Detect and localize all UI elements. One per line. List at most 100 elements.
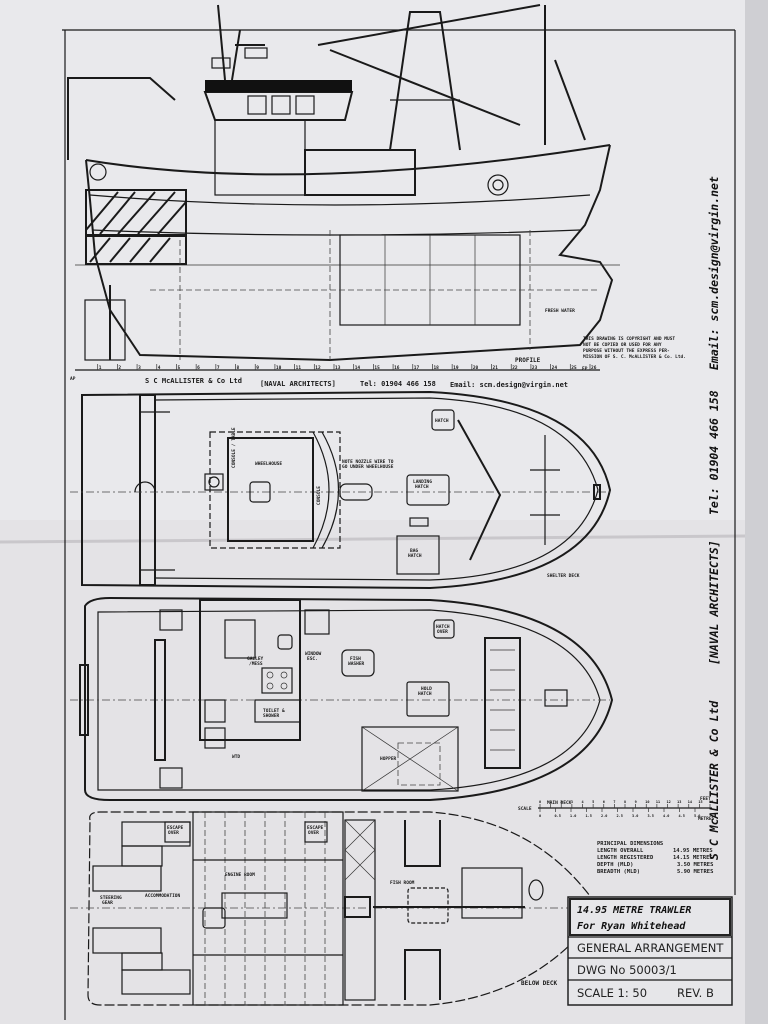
station-label: 18 [433,365,439,371]
svg-text:PRINCIPAL DIMENSIONS: PRINCIPAL DIMENSIONS [597,841,663,847]
scale-label-metres: 3.5 [648,814,654,818]
profile-title: PROFILE [515,357,541,364]
station-label: 21 [493,365,499,371]
svg-text:HATCH: HATCH [436,624,450,630]
client-name: For Ryan Whitehead [577,920,686,932]
scale-label-feet: 3 [571,800,573,804]
scale-label-metres: 1.0 [570,814,576,818]
station-label: 14 [355,365,361,371]
title-block: 14.95 METRE TRAWLER For Ryan Whitehead G… [567,896,733,1006]
firm-line: S C McALLISTER & Co Ltd [NAVAL ARCHITECT… [145,377,568,389]
scale-label-metres: 2.5 [617,814,623,818]
svg-text:TOILET &: TOILET & [263,708,285,714]
scale-label-feet: 10 [645,800,649,804]
a-frame [389,11,461,151]
scale-label-feet: 0 [539,800,541,804]
accommodation-label: ACCOMMODATION [145,893,181,899]
main-deck-line [91,229,581,236]
station-label: 8 [237,365,240,371]
svg-text:WINDOW: WINDOW [305,651,322,657]
svg-text:OVER: OVER [168,830,179,836]
svg-text:METRES: METRES [698,816,715,822]
svg-text:BAG: BAG [410,548,418,554]
wheelhouse-plan [227,437,314,542]
drawing-revision: REV. B [677,986,714,1000]
note-label: NOTE NOZZLE WIRE TO [342,459,394,465]
drawing-number: DWG No 50003/1 [577,963,677,977]
derrick-wires [317,4,541,126]
station-label: 1 [99,365,102,371]
svg-text:FISH: FISH [350,656,361,662]
svg-text:SCALE: SCALE [518,806,532,812]
hold-hatch [406,681,450,717]
scale-label-feet: 7 [613,800,615,804]
svg-text:LENGTH OVERALL: LENGTH OVERALL [597,848,644,854]
svg-text:ESC.: ESC. [307,656,318,662]
svg-text:LANDING: LANDING [413,479,432,485]
svg-text:NOT BE COPIED OR USED FOR ANY: NOT BE COPIED OR USED FOR ANY [583,342,662,348]
shelter-deck-plan: CONSOLE / TABLE WHEELHOUSE CONSOLE NOTE … [70,390,612,590]
bag-hatch [396,535,440,575]
fore-mast [544,5,586,145]
svg-text:BREADTH (MLD): BREADTH (MLD) [597,869,640,875]
svg-text:FEET: FEET [700,796,711,802]
galley [224,619,256,659]
station-label: 7 [217,365,220,371]
fresh-water-label: FRESH WATER [545,308,575,314]
net-drum [484,637,521,769]
deckhouse-plan [199,599,301,741]
scale-label-feet: 12 [667,800,671,804]
scale-label-metres: 0.5 [555,814,561,818]
svg-text:HOPPER: HOPPER [380,756,397,762]
wheelhouse-roof [205,80,352,92]
svg-text:ESCAPE: ESCAPE [167,825,184,831]
svg-text:GALLEY: GALLEY [247,656,264,662]
drawing-title: 14.95 METRE TRAWLER [577,905,691,916]
vertical-firm-line: S C McALLISTER & Co Ltd [NAVAL ARCHITECT… [707,176,721,860]
company-email: Email: scm.design@virgin.net [450,381,568,389]
scale-label-metres: 4.0 [663,814,669,818]
station-label: 10 [276,365,282,371]
scale-label-feet: 4 [582,800,584,804]
svg-text:14.15 METRES: 14.15 METRES [673,855,713,861]
paper-fold [0,534,746,544]
station-label: 2 [118,365,121,371]
shelter [304,149,416,196]
svg-text:GO UNDER WHEELHOUSE: GO UNDER WHEELHOUSE [342,464,394,470]
station-label: 13 [335,365,341,371]
svg-text:STEERING: STEERING [100,895,122,901]
svg-text:LENGTH REGISTERED: LENGTH REGISTERED [597,855,654,861]
scale-label-feet: 6 [603,800,605,804]
scale-label-feet: 16 [709,800,713,804]
station-label: 17 [414,365,420,371]
scale-label-metres: 4.5 [679,814,685,818]
rudder [84,299,126,361]
below-deck-title: BELOW DECK [521,980,558,987]
scale-label-feet: 1 [550,800,552,804]
station-label: 20 [473,365,479,371]
main-deck-outline [84,596,614,801]
hopper [361,726,459,792]
scale-label-metres: 5.0 [694,814,700,818]
fish-room-label: FISH ROOM [390,880,415,886]
svg-text:THIS DRAWING IS COPYRIGHT AND: THIS DRAWING IS COPYRIGHT AND MUST [583,336,675,342]
ap-label: AP [70,376,76,382]
scale-label-feet: 11 [656,800,660,804]
station-label: 6 [197,365,200,371]
svg-text:14.95 METRES: 14.95 METRES [673,848,713,854]
station-label: 3 [138,365,141,371]
company-tel: Tel: 01904 466 158 [360,380,436,388]
bow-v [457,419,502,561]
svg-text:OVER: OVER [437,629,448,635]
hatch [431,409,455,431]
fp-label: FP [582,366,588,372]
scale-label-feet: 14 [688,800,692,804]
scale-label-feet: 9 [635,800,637,804]
svg-text:HATCH: HATCH [408,553,422,559]
scale-label-feet: 5 [592,800,594,804]
station-label: 22 [512,365,518,371]
svg-text:Email: scm.design@virgin.net: Email: scm.design@virgin.net [707,176,721,370]
